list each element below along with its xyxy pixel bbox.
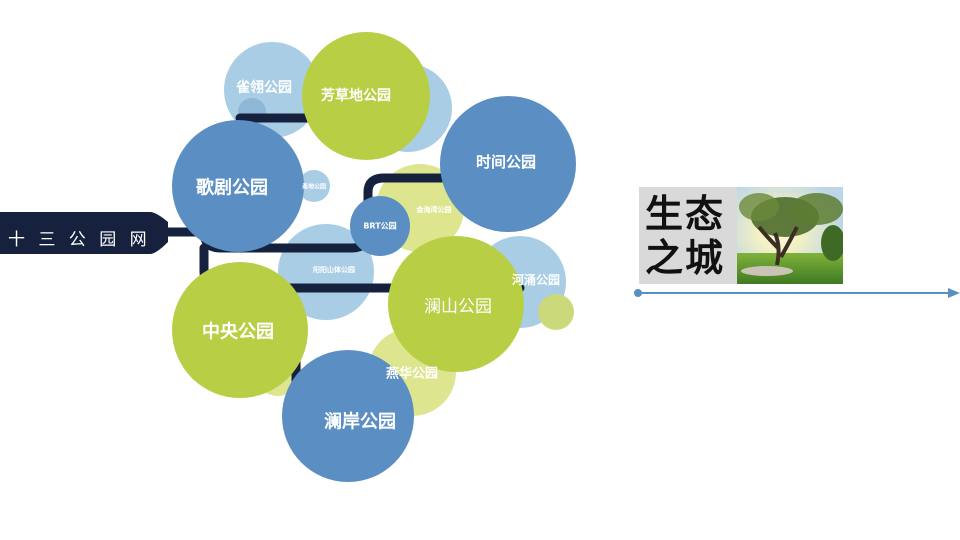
bubble-fangcaodi[interactable] — [302, 32, 430, 160]
bubble-geju[interactable] — [172, 120, 304, 252]
label-queling: 雀翎公园 — [235, 79, 292, 96]
bubble-lanshan[interactable] — [388, 236, 524, 372]
bubble-zhongyang[interactable] — [172, 262, 308, 398]
label-brt: BRT公园 — [363, 222, 396, 231]
bubble-lanan[interactable] — [282, 350, 414, 482]
label-yanhui: 燕华公园 — [386, 366, 438, 382]
eco-title-line1: 生态 — [645, 191, 726, 236]
bubble-brt[interactable] — [350, 196, 410, 256]
bubble-shijian[interactable] — [440, 96, 576, 232]
eco-title: 生态 之城 — [639, 187, 737, 284]
timeline-arrow — [634, 288, 960, 298]
network-bar — [0, 212, 168, 254]
label-zhongyang: 中央公园 — [202, 321, 274, 343]
label-shijian: 时间公园 — [476, 153, 536, 171]
label-lanan: 澜岸公园 — [324, 411, 396, 433]
network-label: 十 三 公 园 网 — [8, 230, 151, 250]
label-jinmangou: 金海湾公园 — [416, 205, 452, 214]
park-tree-photo-icon — [737, 187, 843, 284]
eco-city-card: 生态 之城 — [639, 187, 843, 284]
eco-title-line2: 之城 — [645, 235, 726, 280]
label-geju: 歌剧公园 — [196, 177, 268, 199]
label-heyong: 河涌公园 — [511, 272, 560, 287]
bubble-small-blue-jiaotongwo — [298, 170, 330, 202]
label-jiaotongwo: 甬地公园 — [302, 183, 326, 191]
label-fangcaodi: 芳草地公园 — [321, 87, 391, 104]
label-yangguang: 阳阳山体公园 — [313, 265, 355, 274]
bubble-small-green-heyong — [538, 294, 574, 330]
timeline-arrowhead — [948, 288, 960, 298]
label-lanshan: 澜山公园 — [424, 297, 492, 317]
